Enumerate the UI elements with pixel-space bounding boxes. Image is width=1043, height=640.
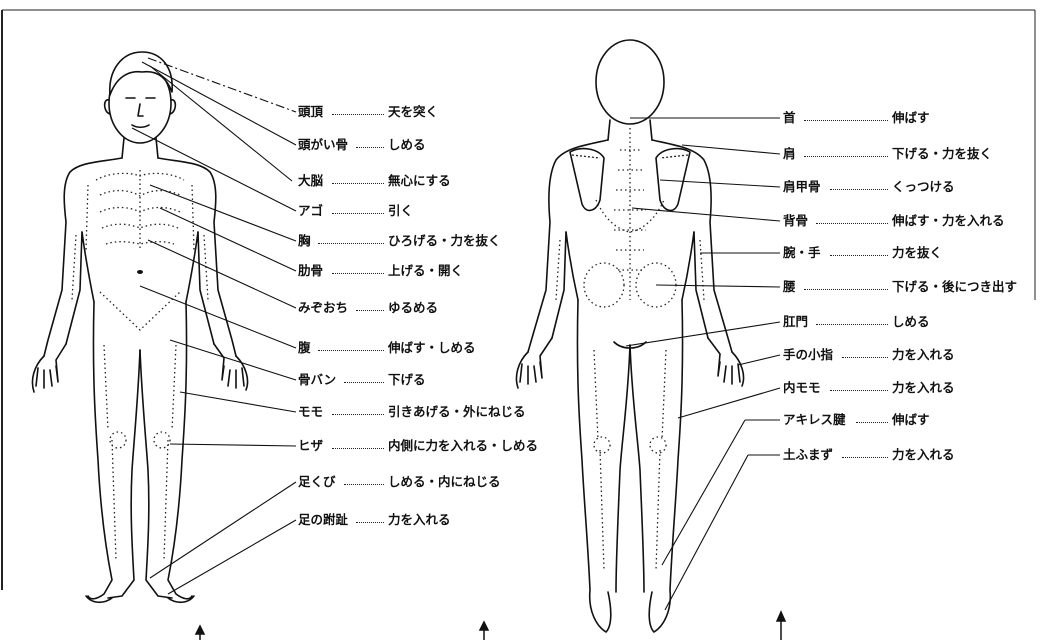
label-big-toe: 足の跗趾 bbox=[298, 512, 348, 528]
action-skull: しめる bbox=[388, 137, 426, 153]
label-knee: ヒザ bbox=[298, 438, 323, 454]
action-knee: 内側に力を入れる・しめる bbox=[388, 438, 538, 454]
action-achilles: 伸ばす bbox=[892, 412, 930, 428]
label-ankle: 足くび bbox=[298, 474, 336, 490]
label-anus: 肛門 bbox=[783, 314, 808, 330]
action-inner-thigh: 力を入れる bbox=[892, 380, 955, 396]
label-ribs: 肋骨 bbox=[298, 263, 323, 279]
label-achilles: アキレス腱 bbox=[783, 412, 846, 428]
action-anus: しめる bbox=[892, 314, 930, 330]
label-solar-plexus: みぞおち bbox=[298, 300, 348, 316]
label-pelvis: 骨バン bbox=[298, 372, 336, 388]
action-pelvis: 下げる bbox=[388, 372, 426, 388]
dot-leader bbox=[804, 119, 888, 121]
dot-leader bbox=[830, 188, 888, 190]
label-cerebrum: 大脳 bbox=[298, 173, 323, 189]
dot-leader bbox=[816, 222, 888, 224]
dot-leader bbox=[804, 288, 888, 290]
action-shoulder-blade: くっつける bbox=[892, 179, 955, 195]
label-lower-back: 腰 bbox=[783, 279, 796, 295]
action-shoulder: 下げる・力を抜く bbox=[892, 146, 992, 162]
action-lower-back: 下げる・後につき出す bbox=[892, 279, 1017, 295]
action-ankle: しめる・内にねじる bbox=[388, 474, 501, 490]
dot-leader bbox=[356, 146, 384, 148]
dot-leader bbox=[318, 349, 384, 351]
dot-leader bbox=[356, 521, 384, 523]
label-inner-thigh: 内モモ bbox=[783, 380, 821, 396]
label-arm-hand: 腕・手 bbox=[783, 245, 821, 261]
action-ribs: 上げる・開く bbox=[388, 263, 463, 279]
label-arch: 土ふまず bbox=[783, 447, 833, 463]
dot-leader bbox=[804, 155, 888, 157]
action-jaw: 引く bbox=[388, 203, 413, 219]
dot-leader bbox=[332, 447, 384, 449]
label-jaw: アゴ bbox=[298, 203, 323, 219]
label-head-top: 頭頂 bbox=[298, 104, 323, 120]
back-leader-lines bbox=[626, 118, 780, 610]
label-belly: 腹 bbox=[298, 340, 311, 356]
navel-mark bbox=[137, 270, 143, 274]
action-neck: 伸ばす bbox=[892, 110, 930, 126]
dot-leader bbox=[816, 323, 888, 325]
action-thigh: 引きあげる・外にねじる bbox=[388, 404, 526, 420]
dot-leader bbox=[356, 309, 384, 311]
action-arch: 力を入れる bbox=[892, 447, 955, 463]
dot-leader bbox=[332, 113, 384, 115]
action-little-finger: 力を入れる bbox=[892, 347, 955, 363]
front-body-figure bbox=[32, 52, 247, 602]
action-big-toe: 力を入れる bbox=[388, 512, 451, 528]
label-chest: 胸 bbox=[298, 233, 311, 249]
action-cerebrum: 無心にする bbox=[388, 173, 451, 189]
action-head-top: 天を突く bbox=[388, 104, 438, 120]
action-chest: ひろげる・力を抜く bbox=[388, 233, 501, 249]
dot-leader bbox=[344, 381, 384, 383]
action-spine: 伸ばす・力を入れる bbox=[892, 213, 1005, 229]
dot-leader bbox=[842, 356, 888, 358]
bottom-arrows bbox=[196, 612, 785, 640]
dot-leader bbox=[344, 483, 384, 485]
dot-leader bbox=[332, 272, 384, 274]
label-neck: 首 bbox=[783, 110, 796, 126]
action-solar-plexus: ゆるめる bbox=[388, 300, 438, 316]
action-arm-hand: 力を抜く bbox=[892, 245, 942, 261]
dot-leader bbox=[332, 413, 384, 415]
dot-leader bbox=[842, 456, 888, 458]
label-shoulder-blade: 肩甲骨 bbox=[783, 179, 821, 195]
label-spine: 背骨 bbox=[783, 213, 808, 229]
action-belly: 伸ばす・しめる bbox=[388, 340, 476, 356]
dot-leader bbox=[830, 254, 888, 256]
dot-leader bbox=[856, 421, 888, 423]
dot-leader bbox=[830, 389, 888, 391]
dot-leader bbox=[332, 212, 384, 214]
label-shoulder: 肩 bbox=[783, 146, 796, 162]
dot-leader bbox=[318, 242, 384, 244]
label-thigh: モモ bbox=[298, 404, 323, 420]
dot-leader bbox=[332, 182, 384, 184]
label-little-finger: 手の小指 bbox=[783, 347, 833, 363]
label-skull: 頭がい骨 bbox=[298, 137, 348, 153]
